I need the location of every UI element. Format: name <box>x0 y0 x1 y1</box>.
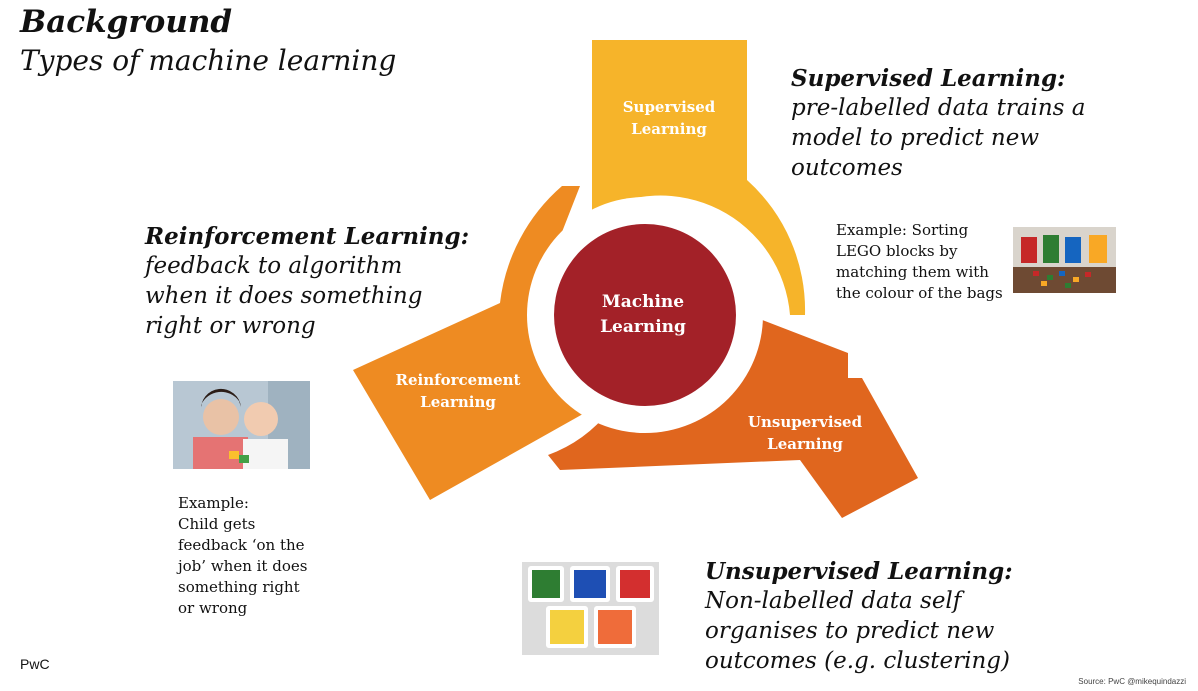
supervised-heading: Supervised Learning: <box>791 65 1066 92</box>
supervised-example-line2: LEGO blocks by <box>836 242 958 260</box>
source-credit: Source: PwC @mikequindazzi <box>1078 677 1186 686</box>
reinforcement-example-line6: or wrong <box>178 599 248 617</box>
slide-subtitle: Types of machine learning <box>20 44 397 77</box>
supervised-description: Supervised Learning: pre-labelled data t… <box>791 64 1191 183</box>
lego-bags-photo <box>1013 227 1116 293</box>
sorted-trays-photo <box>522 562 659 655</box>
unsupervised-label-line1: Unsupervised <box>748 413 863 431</box>
unsupervised-label-line2: Learning <box>767 435 843 453</box>
slide-title: Background <box>20 4 233 40</box>
supervised-segment <box>592 40 806 315</box>
center-label-line1: Machine <box>602 292 684 312</box>
reinforcement-example-line2: Child gets <box>178 515 256 533</box>
reinforcement-label-line2: Learning <box>420 393 496 411</box>
reinforcement-example: Example: Child gets feedback ‘on the job… <box>178 493 338 619</box>
unsupervised-description: Unsupervised Learning: Non-labelled data… <box>705 557 1125 676</box>
supervised-text-line2: model to predict new <box>791 125 1040 151</box>
supervised-text-line1: pre-labelled data trains a <box>791 95 1086 121</box>
reinforcement-segment <box>353 186 590 500</box>
center-label-line2: Learning <box>600 317 686 337</box>
supervised-text-line3: outcomes <box>791 155 903 181</box>
reinforcement-example-line3: feedback ‘on the <box>178 536 305 554</box>
reinforcement-heading: Reinforcement Learning: <box>145 223 470 250</box>
reinforcement-label-line1: Reinforcement <box>396 371 521 389</box>
supervised-example-line3: matching them with <box>836 263 989 281</box>
unsupervised-text-line1: Non-labelled data self <box>705 588 962 614</box>
supervised-example-line1: Example: Sorting <box>836 221 969 239</box>
supervised-example-line4: the colour of the bags <box>836 284 1003 302</box>
reinforcement-text-line1: feedback to algorithm <box>145 253 403 279</box>
supervised-label-line2: Learning <box>631 120 707 138</box>
reinforcement-description: Reinforcement Learning: feedback to algo… <box>145 222 545 341</box>
reinforcement-example-line5: something right <box>178 578 300 596</box>
supervised-example: Example: Sorting LEGO blocks by matching… <box>836 220 1016 304</box>
reinforcement-text-line3: right or wrong <box>145 313 316 339</box>
unsupervised-heading: Unsupervised Learning: <box>705 558 1013 585</box>
unsupervised-text-line3: outcomes (e.g. clustering) <box>705 648 1010 674</box>
reinforcement-text-line2: when it does something <box>145 283 423 309</box>
child-feedback-photo <box>173 381 310 469</box>
reinforcement-example-line4: job’ when it does <box>178 557 308 575</box>
reinforcement-example-line1: Example: <box>178 494 249 512</box>
unsupervised-text-line2: organises to predict new <box>705 618 995 644</box>
unsupervised-segment <box>548 318 918 518</box>
supervised-label-line1: Supervised <box>623 98 716 116</box>
pwc-footer-label: PwC <box>20 656 50 672</box>
center-circle <box>554 224 736 406</box>
